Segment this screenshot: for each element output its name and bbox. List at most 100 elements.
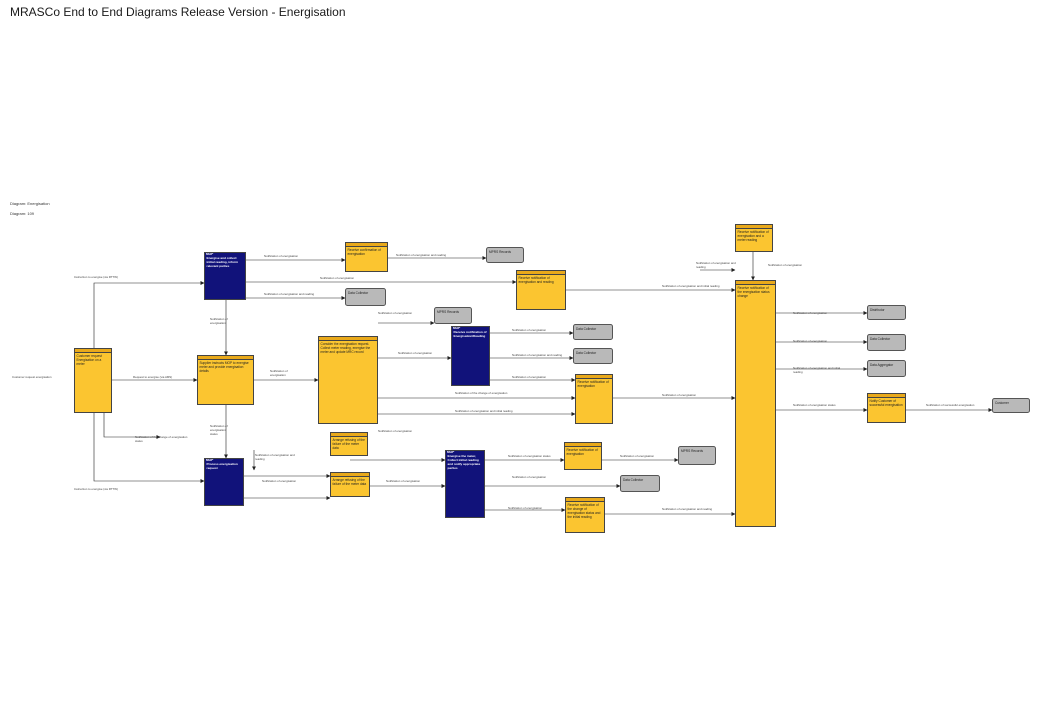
edge-label: Notification of energisation and reading [264,292,315,296]
edge-label: Notification of energisation and reading [255,453,295,461]
edge-label: Request to energise (via AMS) [133,375,173,379]
edge-label: Notification of energisation and reading [396,253,447,257]
edge-label: Notification of energisation status [793,403,836,407]
data-flow-box[interactable]: Data Aggregator [867,360,906,377]
edge-label: Notification of energisation [378,429,413,433]
process-box[interactable]: Receive notification of energisation and… [735,224,773,252]
box-header [198,356,253,360]
edge-label: Notification of energisation [662,393,697,397]
edge-label: Notification of energisation status [508,454,551,458]
actor-box[interactable]: MOP Process energisation request [204,458,244,506]
edge-label: Notification of energisation [264,254,299,258]
connector [103,413,161,439]
data-flow-box[interactable]: Data Collector [573,324,613,340]
data-flow-box[interactable]: Data Collector [345,288,386,306]
edge-label: Notification of energisation and reading [662,507,713,511]
box-text: Consider the energisation request. Colle… [320,342,371,354]
edge-label: Customer request energisation [12,375,52,379]
edge-label: Notification of energisation [262,479,297,483]
actor-box[interactable]: MOP Receive notification of Energisation… [451,326,490,386]
edge-label: Notification of energisation [320,276,355,280]
box-header [331,433,367,437]
edge-label: Notification of energisation [768,263,803,267]
connector [93,413,205,483]
box-text: MPRS Records [437,309,459,314]
box-text: Supplier instructs MOP to energise meter… [199,361,249,373]
box-text: Customer request Energisation on a meter [76,354,102,366]
box-header [331,473,369,477]
edge-label: Notification of the change of energisati… [135,435,188,443]
data-flow-box[interactable]: Data Collector [573,348,613,364]
process-box[interactable]: Arrange refusing of the failure of the m… [330,472,370,497]
box-text: Receive notification of the change of en… [567,503,601,519]
box-text: Energise and collect initial reading, in… [206,256,238,268]
box-text: Distributor [870,307,885,312]
process-box[interactable]: Consider the energisation request. Colle… [318,336,378,424]
box-text: Receive notification of energisation [577,380,609,388]
edge-label: Instruction to energise (via RTTW) [74,275,118,279]
actor-box[interactable]: MOP Energise and collect initial reading… [204,252,246,300]
box-text: Arrange refusing of the failure of the m… [332,478,367,486]
box-text: Receive notification of energisation and… [737,230,769,242]
process-box[interactable]: Receive notification of the change of en… [565,497,605,533]
data-flow-box[interactable]: Data Collector [620,475,660,492]
edge-label: Notification of energisation [512,375,547,379]
box-header [736,281,775,285]
box-text: Receive notification of the energisation… [737,286,770,298]
edge-label: Instruction to energise (via RTTW) [74,487,118,491]
edge-label: Notification of successful energisation [926,403,975,407]
edge-label: Notification of energisation [793,339,828,343]
edge-label: Notification of the change of energisati… [455,391,508,395]
box-header [517,271,565,275]
data-flow-box[interactable]: MPRS Records [678,446,716,465]
box-header [319,337,377,341]
process-box[interactable]: Receive notification of energisation and… [516,270,566,310]
edge-label: Notification of energisation [386,479,421,483]
process-box[interactable]: Customer request Energisation on a meter [74,348,112,413]
process-box[interactable]: Receive notification of energisation [564,442,602,470]
data-flow-box[interactable]: MPRS Records [434,307,472,324]
edge-label: Notification of energisation and initial… [662,284,720,288]
box-text: MPRS Records [489,249,511,254]
edge-label: Notification of energisation [210,317,228,325]
process-box[interactable]: Receive confirmation of energisation [345,242,388,272]
edge-label: Notification of energisation [512,475,547,479]
box-header [576,375,612,379]
box-text: MPRS Records [681,448,703,453]
data-flow-box[interactable]: Customer [992,398,1030,413]
edge-label: Notification of energisation [398,351,433,355]
box-header [736,225,772,229]
process-box[interactable]: Notify Customer of successful energisati… [867,393,906,423]
box-text: Receive notification of energisation and… [518,276,554,284]
box-text: Data Collector [576,350,597,355]
edge-label: Notification of energisation [508,506,543,510]
actor-box[interactable]: MOP Energise the meter, Collect initial … [445,450,485,518]
data-flow-box[interactable]: Distributor [867,305,906,320]
edge-label: Notification of energisation [270,369,288,377]
connector [93,281,205,348]
edge-label: Notification of energisation [620,454,655,458]
box-text: Data Collector [576,326,597,331]
edge-label: Notification of energisation [793,311,828,315]
box-header: MOP [205,459,243,462]
box-text: Data Collector [623,477,644,482]
process-box[interactable]: Receive notification of the energisation… [735,280,776,527]
edge-label: Notification of energisation [512,328,547,332]
process-box[interactable]: Receive notification of energisation [575,374,613,424]
box-text: Receive notification of Energisation/Rea… [453,330,487,338]
page-title: MRASCo End to End Diagrams Release Versi… [10,5,346,19]
box-header: MOP [205,253,245,256]
data-flow-box[interactable]: MPRS Records [486,247,524,263]
edge-label: Notification of energisation and reading [512,353,563,357]
edge-label: Notification of energisation status [210,424,228,436]
box-header [346,243,387,247]
box-header: MOP [452,327,489,330]
box-text: Process energisation request [206,462,238,470]
process-box[interactable]: Supplier instructs MOP to energise meter… [197,355,254,405]
box-text: Receive confirmation of energisation [347,248,381,256]
process-box[interactable]: Arrange refusing of the failure of the m… [330,432,368,456]
data-flow-box[interactable]: Data Collector [867,334,906,351]
box-header [565,443,601,447]
box-text: Notify Customer of successful energisati… [869,399,903,407]
